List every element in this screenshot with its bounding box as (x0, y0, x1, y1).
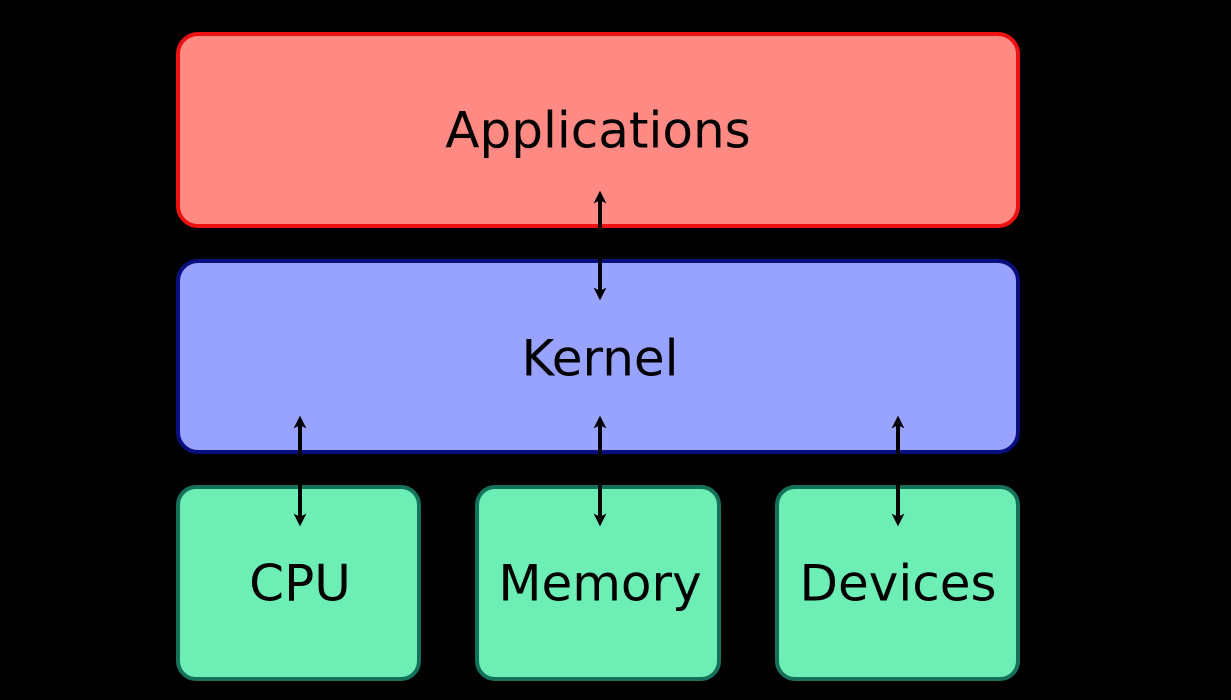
hardware-layer: CPU Memory Devices (176, 485, 1020, 681)
cpu-label: CPU (249, 555, 351, 613)
applications-layer: Applications (176, 32, 1020, 228)
kernel-label: Kernel (521, 330, 678, 388)
applications-label: Applications (445, 102, 750, 160)
devices-label: Devices (799, 555, 996, 613)
connector-arrows (293, 190, 905, 527)
memory-label: Memory (498, 555, 701, 613)
